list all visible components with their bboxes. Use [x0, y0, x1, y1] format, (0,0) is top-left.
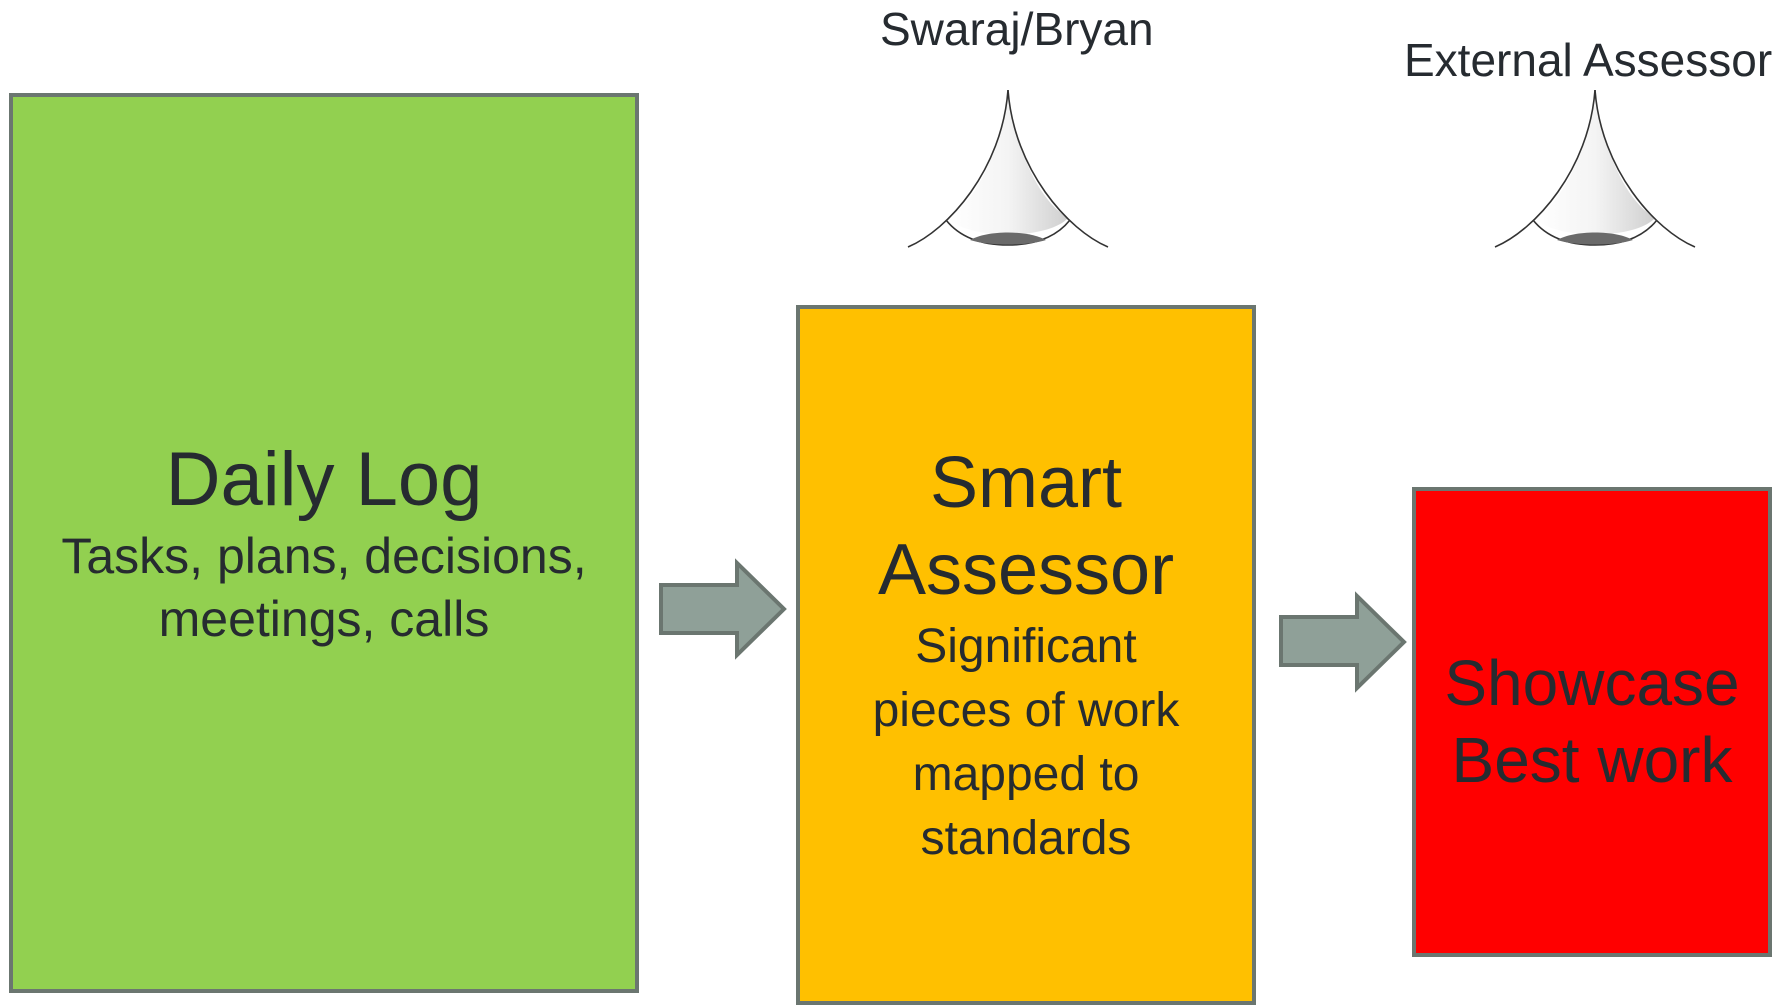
smart-assessor-title-line: Smart — [929, 442, 1123, 523]
showcase-title-line: Best work — [1451, 724, 1733, 796]
smart-assessor-title: Smart Assessor — [878, 440, 1174, 616]
eye-icon — [1494, 89, 1696, 248]
daily-log-description-line: meetings, calls — [158, 590, 490, 647]
smart-assessor-description-line: mapped to — [912, 747, 1140, 801]
daily-log-box: Daily Log Tasks, plans, decisions, meeti… — [9, 93, 639, 993]
daily-log-description-line: Tasks, plans, decisions, — [61, 527, 587, 584]
right-arrow-icon — [1279, 591, 1407, 693]
smart-assessor-description: Significant pieces of work mapped to sta… — [873, 615, 1180, 870]
smart-assessor-box: Smart Assessor Significant pieces of wor… — [796, 305, 1256, 1005]
right-arrow-icon — [659, 558, 787, 660]
smart-assessor-description-line: standards — [920, 811, 1132, 865]
smart-assessor-description-line: pieces of work — [872, 684, 1180, 737]
smart-assessor-description-line: Significant — [915, 620, 1137, 674]
showcase-title-line: Showcase — [1444, 647, 1740, 720]
showcase-box: Showcase Best work — [1412, 487, 1772, 957]
daily-log-description: Tasks, plans, decisions, meetings, calls — [61, 525, 586, 651]
eye-icon — [907, 89, 1109, 248]
observer-label-swaraj-bryan: Swaraj/Bryan — [880, 3, 1154, 55]
smart-assessor-title-line: Assessor — [877, 530, 1175, 611]
daily-log-title: Daily Log — [165, 437, 483, 523]
observer-label-external-assessor: External Assessor — [1404, 34, 1773, 86]
diagram-graphics — [659, 89, 1696, 693]
showcase-title: Showcase Best work — [1444, 645, 1739, 799]
